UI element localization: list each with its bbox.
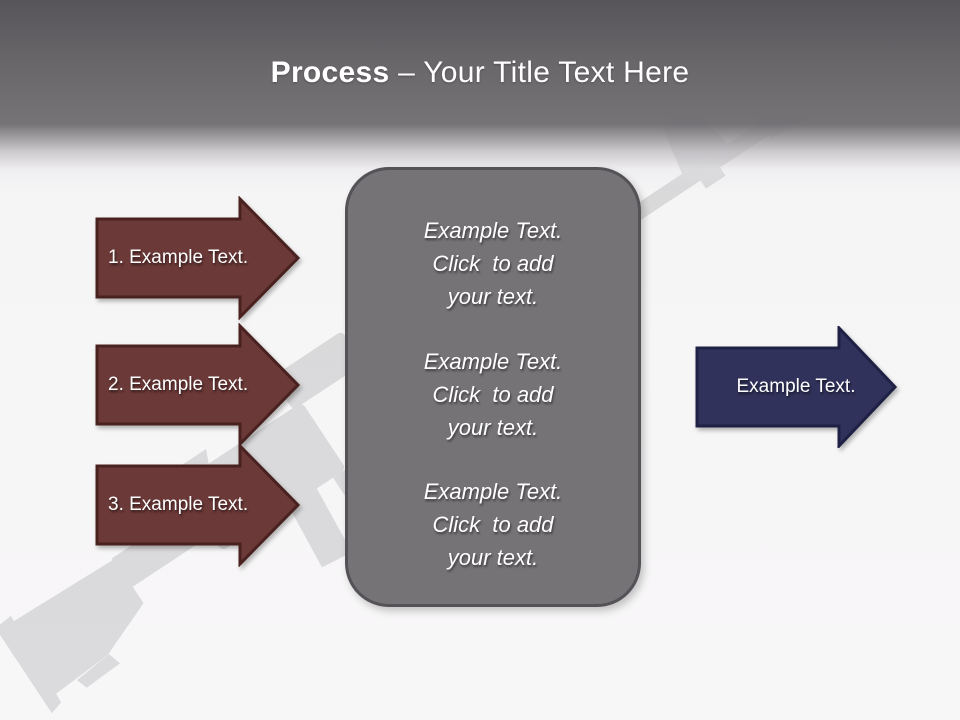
- process-center-box[interactable]: Example Text. Click to add your text. Ex…: [345, 167, 641, 607]
- placeholder-line: Click to add: [432, 251, 554, 276]
- arrow-shape: [95, 443, 301, 567]
- process-arrow-2-label: 2. Example Text.: [108, 374, 249, 395]
- placeholder-line: Example Text.: [423, 218, 563, 243]
- title-subtitle: – Your Title Text Here: [389, 56, 690, 89]
- placeholder-text-group-1[interactable]: Example Text. Click to add your text.: [364, 214, 622, 313]
- process-arrow-1-label: 1. Example Text.: [108, 247, 249, 268]
- output-arrow-label: Example Text.: [736, 376, 856, 397]
- process-arrow-1[interactable]: 1. Example Text.: [95, 196, 301, 320]
- placeholder-line: your text.: [447, 414, 539, 440]
- placeholder-line: Click to add: [432, 381, 554, 407]
- output-arrow[interactable]: Example Text.: [695, 326, 897, 448]
- placeholder-text-group-3[interactable]: Example Text. Click to add your text.: [364, 475, 622, 574]
- process-arrow-3-label: 3. Example Text.: [108, 494, 249, 515]
- arrow-shape: [95, 196, 301, 320]
- placeholder-line: Example Text.: [423, 479, 563, 504]
- slide-title[interactable]: Process – Your Title Text Here: [0, 56, 960, 90]
- process-arrow-2[interactable]: 2. Example Text.: [95, 323, 301, 447]
- placeholder-text-group-2[interactable]: Example Text. Click to add your text.: [364, 345, 622, 444]
- placeholder-line: your text.: [447, 545, 539, 570]
- process-arrow-3[interactable]: 3. Example Text.: [95, 443, 301, 567]
- placeholder-line: Example Text.: [423, 348, 563, 374]
- placeholder-line: Click to add: [432, 512, 554, 537]
- placeholder-line: your text.: [447, 284, 539, 309]
- arrow-shape: [95, 323, 301, 447]
- arrow-shape: [695, 326, 897, 448]
- title-keyword: Process: [270, 56, 390, 89]
